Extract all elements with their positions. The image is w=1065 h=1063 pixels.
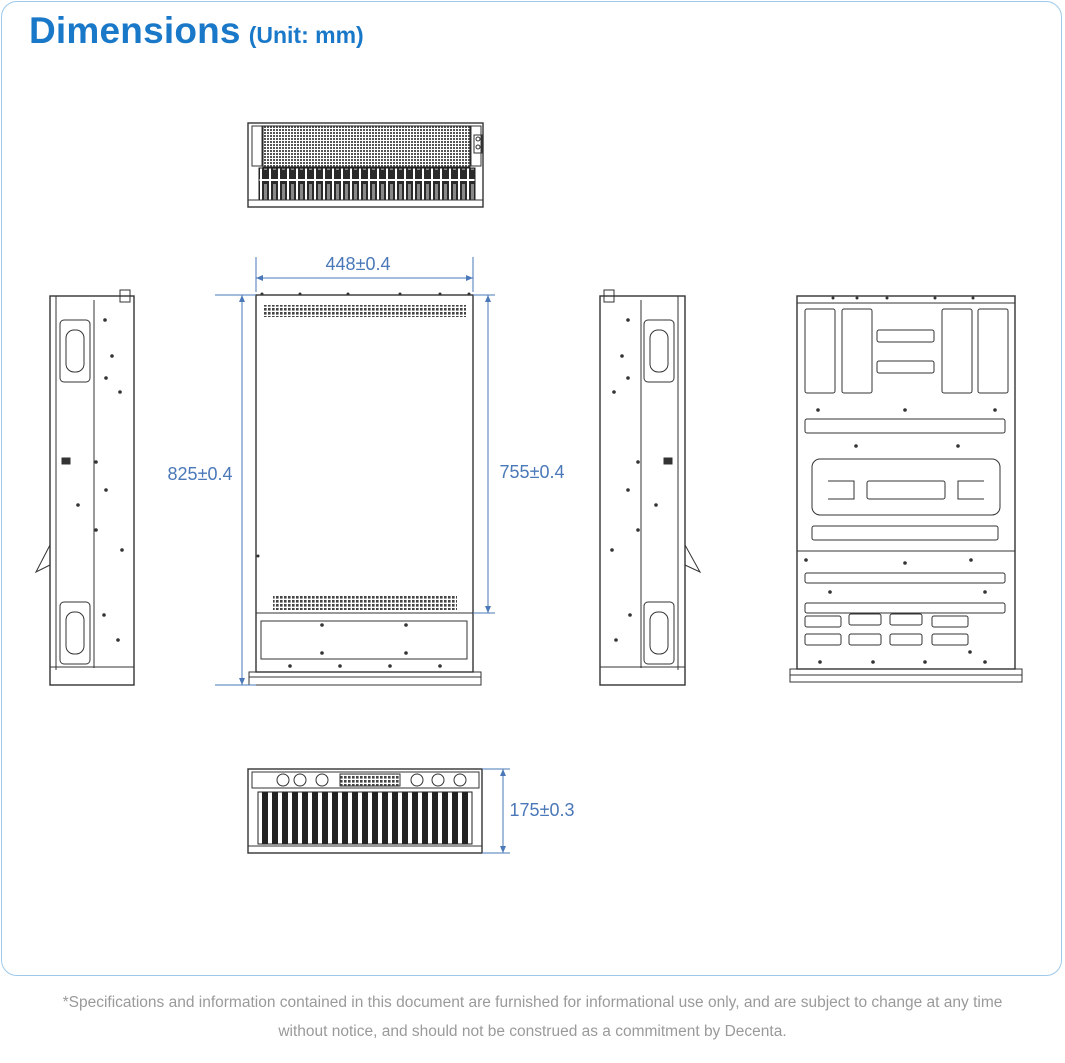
dimension-drawing: 448±0.4 825±0.4 755±0.4 175±0.3 [34,122,1023,854]
front-view [247,122,484,208]
right-side-view [599,289,702,686]
width-dimension-label: 448±0.4 [326,254,391,274]
footnote-line-2: without notice, and should not be constr… [278,1023,787,1040]
unit-label: (Unit: mm) [248,22,364,48]
top-view [248,292,482,686]
rear-view [247,768,483,854]
disclaimer-footnote: *Specifications and information containe… [0,988,1065,1046]
page-title: Dimensions (Unit: mm) [29,10,364,52]
inner-depth-dimension-label: 755±0.4 [500,462,565,482]
footnote-line-1: *Specifications and information containe… [62,994,1003,1011]
dimension-lines [215,257,510,854]
left-side-view [34,289,135,686]
content-panel [1,1,1062,976]
height-dimension-label: 175±0.3 [510,800,575,820]
bottom-view [789,295,1023,683]
depth-dimension-label: 825±0.4 [168,464,233,484]
title-text: Dimensions [29,10,241,51]
